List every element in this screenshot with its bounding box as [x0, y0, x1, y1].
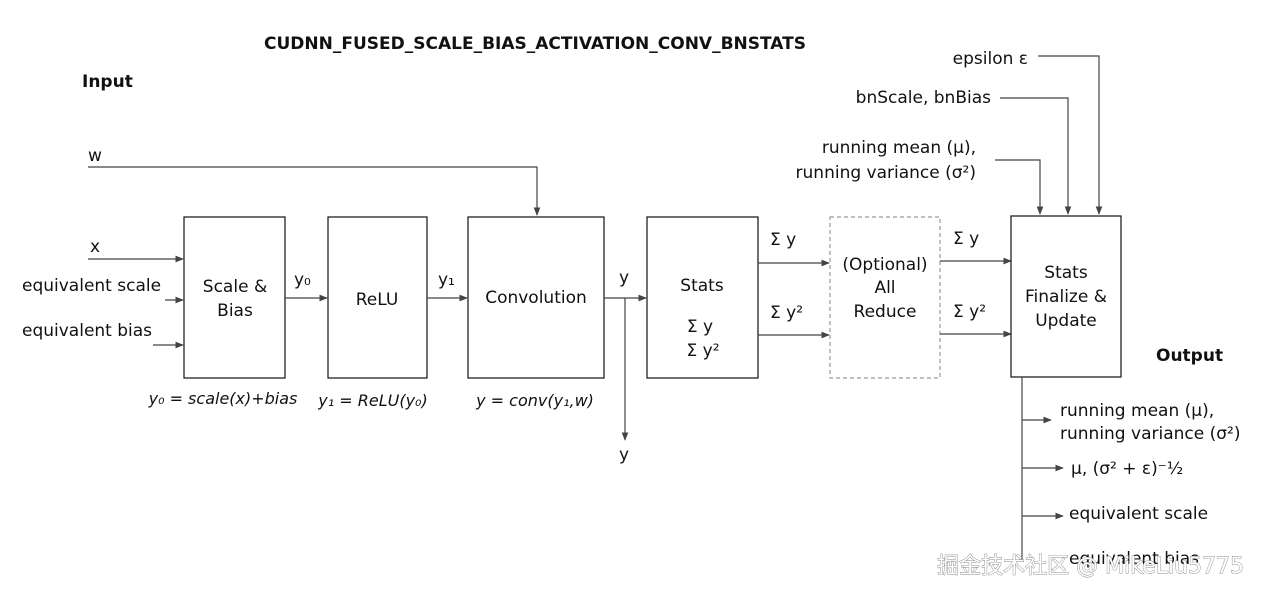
watermark: 掘金技术社区 @ MikeLiu5775 — [937, 554, 1244, 579]
finalize-label-line2: Finalize & — [1025, 287, 1107, 307]
input-w-label: w — [88, 146, 102, 166]
y0-signal-label: y₀ — [294, 270, 311, 290]
diagram-title: CUDNN_FUSED_SCALE_BIAS_ACTIVATION_CONV_B… — [264, 34, 806, 54]
bnscale-bnbias-wire — [1000, 97, 1072, 215]
output-equivalent-bias-label: equivalent bias — [1069, 549, 1199, 569]
scale-bias-label-line2: Bias — [217, 301, 253, 321]
input-running-mean-label: running mean (μ), — [822, 138, 976, 158]
input-bnscale-bnbias-label: bnScale, bnBias — [856, 88, 991, 108]
formula-scale-bias: y₀ = scale(x)+bias — [148, 389, 298, 408]
scale-bias-block — [183, 216, 286, 379]
y-conv-signal-label: y — [619, 268, 629, 288]
convolution-label: Convolution — [485, 288, 587, 308]
output-section-label: Output — [1156, 346, 1223, 366]
y-output-label: y — [619, 445, 629, 465]
stats-sum-y: Σ y — [687, 317, 713, 337]
input-running-variance-label: running variance (σ²) — [796, 163, 976, 183]
finalize-block — [1010, 215, 1122, 378]
running-stats-in-wire — [995, 159, 1044, 215]
sum-y2-label-a: Σ y² — [770, 303, 803, 323]
epsilon-wire — [1038, 55, 1103, 215]
allreduce-block — [829, 216, 941, 379]
formula-relu: y₁ = ReLU(y₀) — [317, 391, 427, 410]
scale-bias-label-line1: Scale & — [203, 277, 267, 297]
input-equivalent-scale-label: equivalent scale — [22, 276, 161, 296]
sum-y-label-b: Σ y — [953, 229, 979, 249]
allreduce-label-line3: Reduce — [854, 302, 917, 322]
finalize-label-line3: Update — [1035, 311, 1097, 331]
output-equivalent-scale-label: equivalent scale — [1069, 504, 1208, 524]
y1-signal-label: y₁ — [438, 270, 455, 290]
allreduce-label-line2: All — [874, 278, 895, 298]
input-equivalent-bias-label: equivalent bias — [22, 321, 152, 341]
output-mu-invstd-label: μ, (σ² + ε)⁻½ — [1071, 459, 1183, 479]
output-running-mean-label: running mean (μ), — [1060, 401, 1214, 421]
w-to-conv-wire — [88, 166, 541, 216]
stats-sum-y2: Σ y² — [686, 341, 719, 361]
convolution-block — [467, 216, 605, 379]
relu-block — [327, 216, 428, 379]
input-section-label: Input — [82, 72, 133, 92]
relu-label: ReLU — [356, 290, 399, 310]
stats-block — [646, 216, 759, 379]
sum-y2-label-b: Σ y² — [953, 302, 986, 322]
allreduce-label-line1: (Optional) — [842, 255, 927, 275]
output-running-variance-label: running variance (σ²) — [1060, 424, 1240, 444]
finalize-label-line1: Stats — [1044, 263, 1088, 283]
stats-title: Stats — [680, 276, 724, 296]
input-x-label: x — [90, 237, 100, 257]
formula-conv: y = conv(y₁,w) — [475, 391, 594, 410]
sum-y-label-a: Σ y — [770, 230, 796, 250]
input-epsilon-label: epsilon ε — [953, 49, 1028, 69]
